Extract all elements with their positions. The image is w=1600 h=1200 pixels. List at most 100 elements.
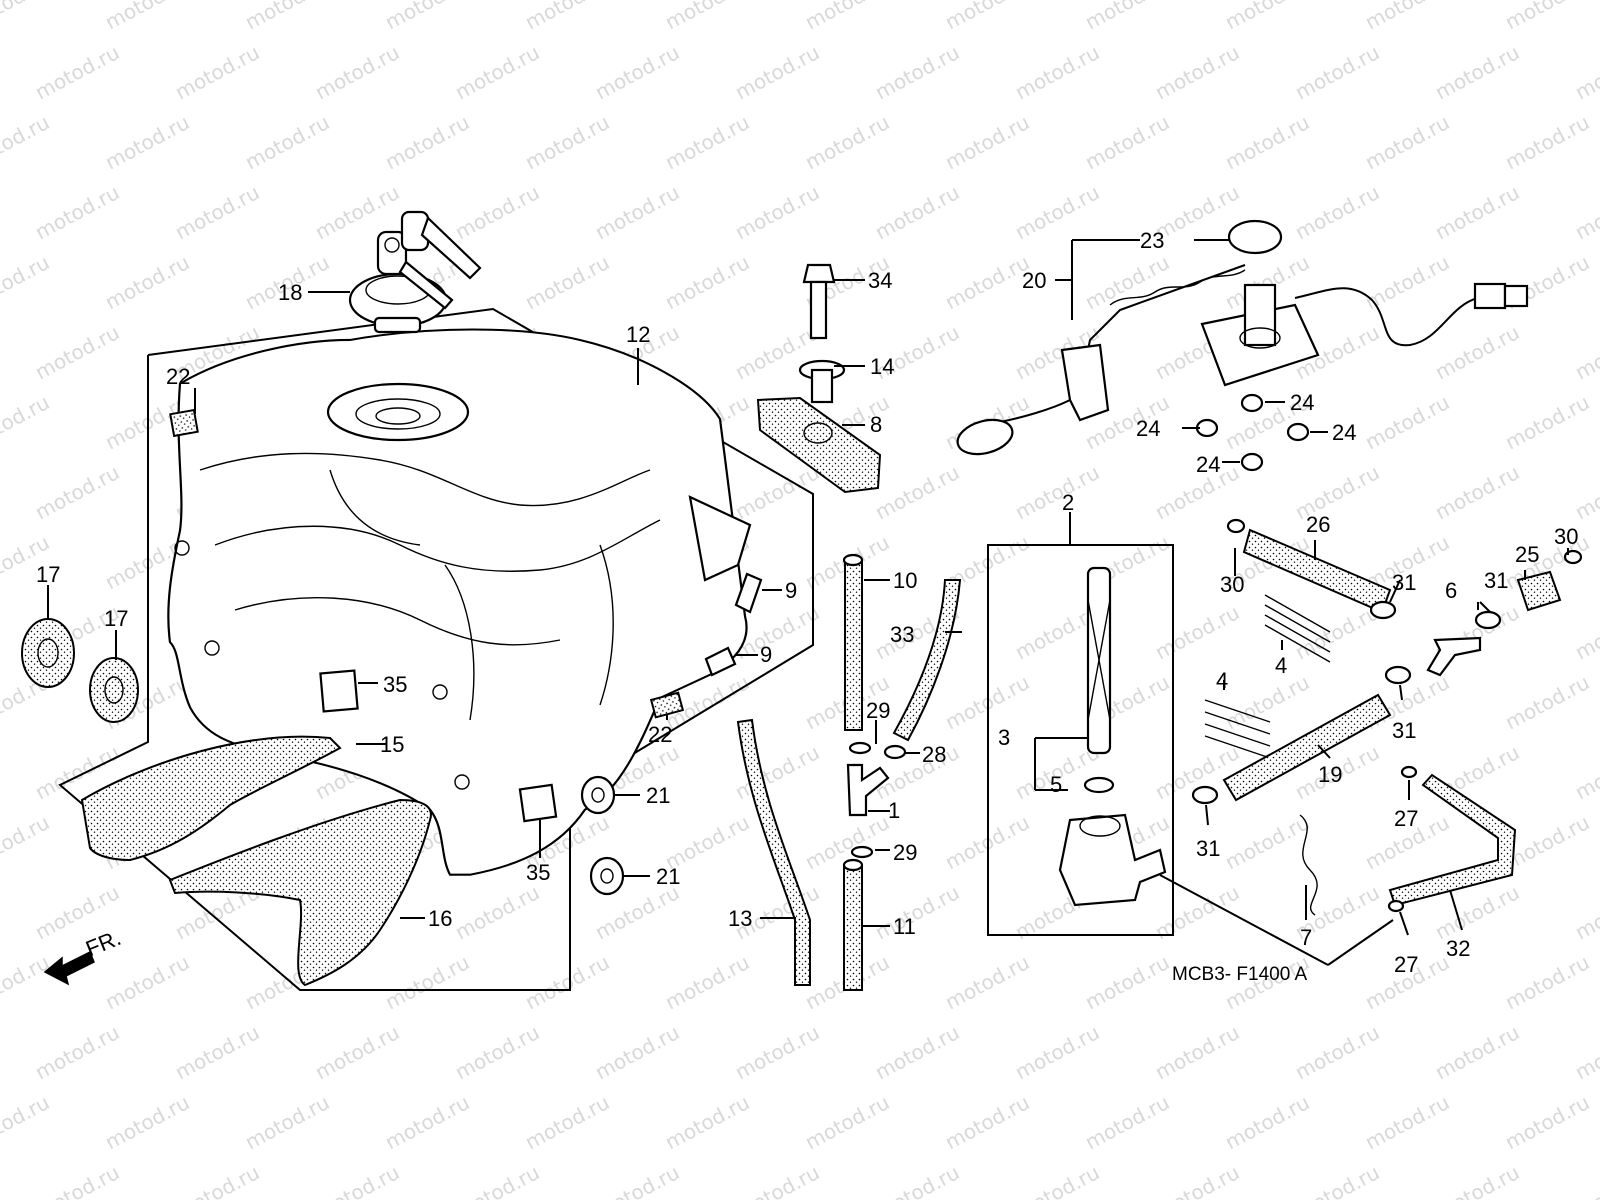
- watermark-text: motod.ru: [241, 110, 333, 174]
- callout-label: 6: [1445, 578, 1457, 603]
- watermark-text: motod.ru: [1151, 1020, 1243, 1084]
- callout-label: 2: [1062, 490, 1074, 515]
- callout-label: 4: [1216, 668, 1228, 693]
- watermark-text: motod.ru: [311, 40, 403, 104]
- callout-label: 25: [1515, 542, 1539, 567]
- watermark-text: motod.ru: [871, 880, 963, 944]
- watermark-text: motod.ru: [871, 1020, 963, 1084]
- callout-label: 11: [893, 914, 916, 939]
- callout-label: 27: [1394, 952, 1418, 977]
- watermark-text: motod.ru: [1431, 180, 1523, 244]
- side-cover-lower: [168, 798, 432, 987]
- watermark-text: motod.ru: [941, 1090, 1033, 1154]
- watermark-text: motod.ru: [731, 1160, 823, 1200]
- callout-label: 22: [648, 722, 672, 747]
- watermark-text: motod.ru: [1221, 0, 1313, 34]
- watermark-text: motod.ru: [871, 180, 963, 244]
- callout-label: 30: [1554, 524, 1578, 549]
- watermark-text: motod.ru: [1501, 110, 1593, 174]
- watermark-text: motod.ru: [1291, 1020, 1383, 1084]
- watermark-text: motod.ru: [381, 110, 473, 174]
- watermark-text: motod.ru: [1361, 0, 1453, 34]
- watermark-text: motod.ru: [1361, 1090, 1453, 1154]
- watermark-text: motod.ru: [1291, 600, 1383, 664]
- watermark-text: motod.ru: [941, 250, 1033, 314]
- callout-label: 17: [36, 562, 60, 587]
- watermark-text: motod.ru: [101, 0, 193, 34]
- watermark-text: motod.ru: [871, 1160, 963, 1200]
- watermark-text: motod.ru: [1501, 1090, 1593, 1154]
- watermark-text: motod.ru: [101, 110, 193, 174]
- watermark-text: motod.ru: [521, 1090, 613, 1154]
- watermark-text: motod.ru: [1081, 110, 1173, 174]
- watermark-text: motod.ru: [1571, 1160, 1600, 1200]
- watermark-text: motod.ru: [941, 0, 1033, 34]
- watermark-text: motod.ru: [1571, 40, 1600, 104]
- watermark-text: motod.ru: [1501, 670, 1593, 734]
- callout-label: 19: [1318, 762, 1342, 787]
- watermark-text: motod.ru: [1221, 110, 1313, 174]
- watermark-text: motod.ru: [1571, 600, 1600, 664]
- watermark-text: motod.ru: [731, 40, 823, 104]
- callout-label: 15: [380, 732, 404, 757]
- caution-label-left: [319, 669, 359, 713]
- watermark-text: motod.ru: [1221, 1090, 1313, 1154]
- damper-rubbers: [21, 618, 139, 723]
- watermark-text: motod.ru: [801, 0, 893, 34]
- watermark-text: motod.ru: [521, 250, 613, 314]
- watermark-text: motod.ru: [171, 1020, 263, 1084]
- watermark-text: motod.ru: [1571, 880, 1600, 944]
- watermark-text: motod.ru: [1431, 460, 1523, 524]
- watermark-text: motod.ru: [241, 0, 333, 34]
- callout-label: 21: [646, 783, 670, 808]
- callout-label: 32: [1446, 936, 1470, 961]
- callout-label: 24: [1290, 390, 1314, 415]
- watermark-text: motod.ru: [451, 880, 543, 944]
- watermark-text: motod.ru: [31, 1020, 123, 1084]
- callout-label: 24: [1196, 452, 1220, 477]
- pad-upper: [169, 408, 199, 438]
- callout-label: 22: [166, 364, 190, 389]
- watermark-text: motod.ru: [0, 0, 53, 34]
- watermark-text: motod.ru: [381, 950, 473, 1014]
- watermark-text: motod.ru: [1431, 40, 1523, 104]
- watermark-text: motod.ru: [31, 40, 123, 104]
- watermark-text: motod.ru: [101, 250, 193, 314]
- watermark-text: motod.ru: [521, 950, 613, 1014]
- callout-label: 31: [1392, 570, 1416, 595]
- watermark-text: motod.ru: [311, 1020, 403, 1084]
- watermark-text: motod.ru: [171, 1160, 263, 1200]
- watermark-text: motod.ru: [1431, 1160, 1523, 1200]
- arrow-icon: [43, 950, 95, 986]
- watermark-text: motod.ru: [0, 810, 53, 874]
- callout-label: 23: [1140, 228, 1164, 253]
- watermark-text: motod.ru: [941, 110, 1033, 174]
- pad-lower: [649, 691, 685, 719]
- watermark-text: motod.ru: [1431, 320, 1523, 384]
- front-label: FR.: [82, 925, 124, 961]
- label-9-lower: [704, 646, 737, 677]
- callout-label: 17: [104, 606, 128, 631]
- watermark-text: motod.ru: [1221, 670, 1313, 734]
- pump-gasket: [1227, 219, 1283, 255]
- callout-label: 27: [1394, 806, 1418, 831]
- watermark-text: motod.ru: [1571, 180, 1600, 244]
- watermark-text: motod.ru: [1571, 460, 1600, 524]
- watermark-text: motod.ru: [591, 180, 683, 244]
- watermark-text: motod.ru: [1291, 40, 1383, 104]
- watermark-text: motod.ru: [1221, 810, 1313, 874]
- watermark-text: motod.ru: [591, 40, 683, 104]
- callout-label: 20: [1022, 268, 1046, 293]
- watermark-text: motod.ru: [241, 1090, 333, 1154]
- watermark-text: motod.ru: [381, 0, 473, 34]
- watermark-text: motod.ru: [661, 1090, 753, 1154]
- bracket-hardware: [756, 263, 882, 494]
- watermark-text: motod.ru: [451, 40, 543, 104]
- callout-label: 30: [1220, 572, 1244, 597]
- watermark-text: motod.ru: [1291, 460, 1383, 524]
- watermark-text: motod.ru: [101, 1090, 193, 1154]
- callout-label: 29: [866, 698, 890, 723]
- callout-label: 26: [1306, 512, 1330, 537]
- watermark-text: motod.ru: [661, 950, 753, 1014]
